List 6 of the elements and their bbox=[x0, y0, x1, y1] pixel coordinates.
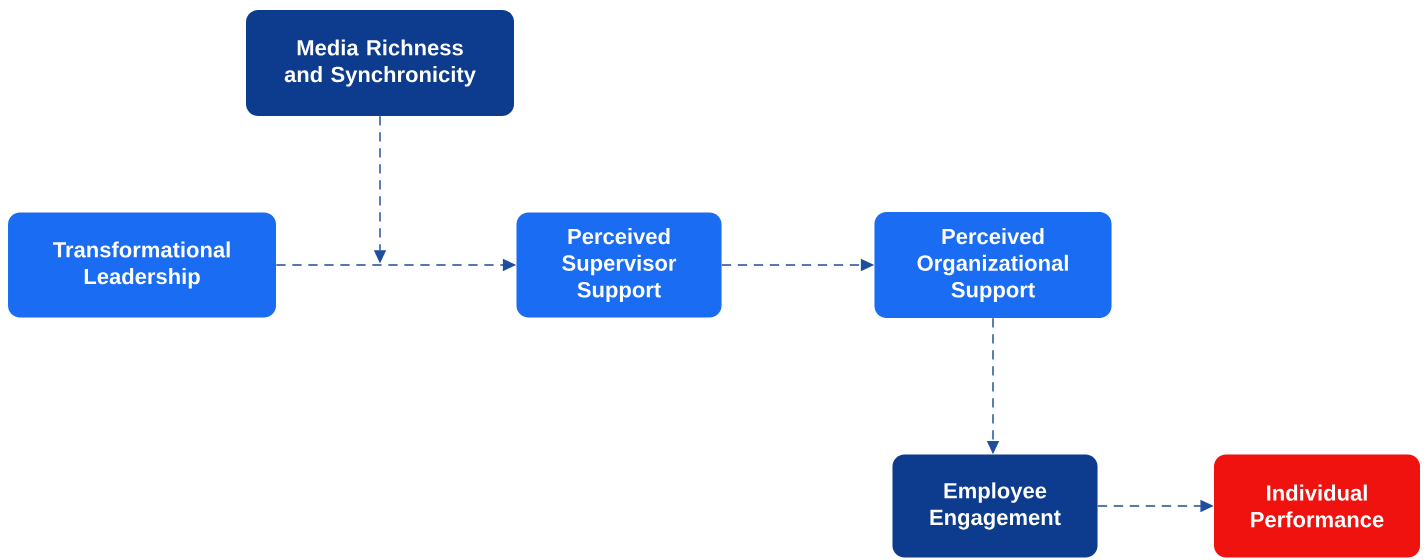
process-box: Media Richness and Synchronicity bbox=[246, 10, 514, 116]
process-box: Employee Engagement bbox=[892, 454, 1098, 558]
process-box: Individual Performance bbox=[1214, 454, 1420, 558]
process-box: Perceived Supervisor Support bbox=[516, 212, 722, 318]
process-box: Perceived Organizational Support bbox=[874, 212, 1112, 318]
process-box: Transformational Leadership bbox=[8, 212, 276, 318]
